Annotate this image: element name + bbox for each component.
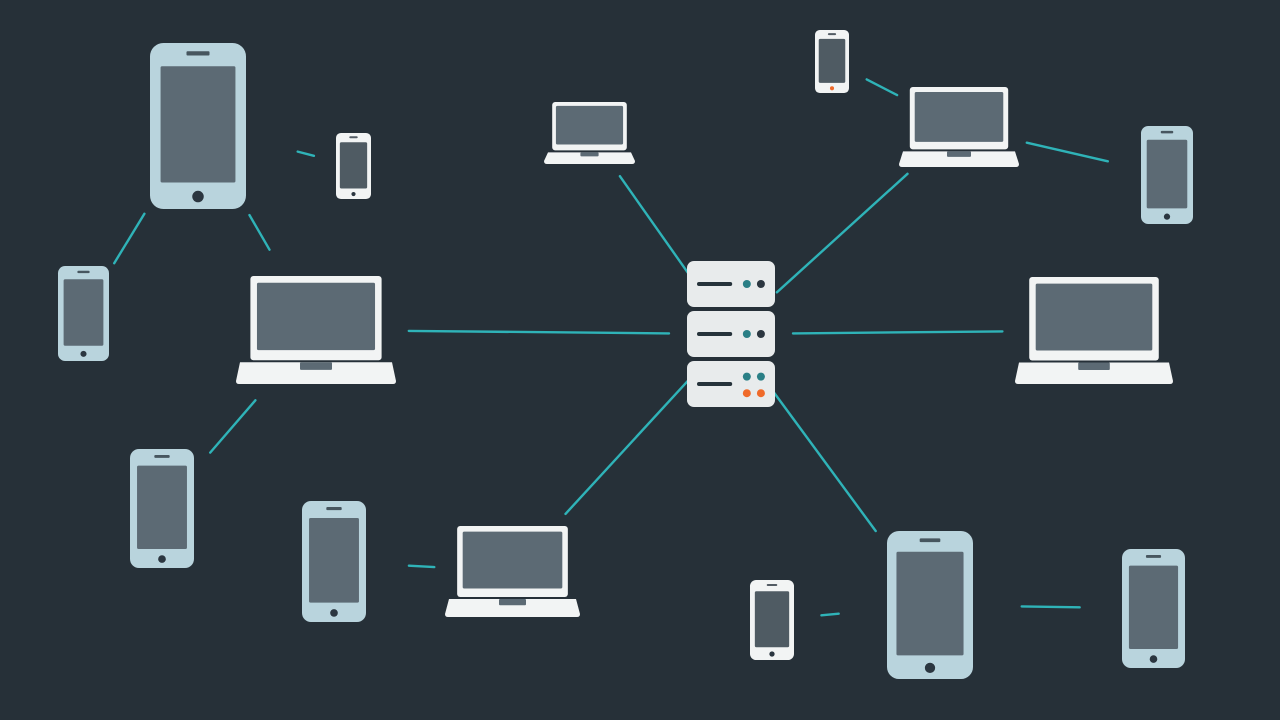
- device-screen: [137, 465, 187, 549]
- smartphone-icon: [336, 133, 371, 199]
- device-screen: [160, 66, 236, 183]
- laptop-base: [1015, 362, 1173, 384]
- connection-lines: [112, 78, 1110, 617]
- connection-line: [820, 612, 840, 617]
- status-led: [742, 372, 751, 381]
- status-led: [756, 330, 765, 338]
- server-unit: [687, 311, 775, 357]
- home-button: [351, 191, 356, 197]
- connection-line: [865, 78, 899, 97]
- home-button: [80, 350, 87, 357]
- server-icon: [687, 261, 775, 407]
- speaker-slot: [1160, 130, 1174, 134]
- status-led: [756, 280, 765, 288]
- device-screen: [309, 517, 359, 603]
- home-button: [829, 86, 835, 91]
- status-led: [756, 372, 765, 381]
- trackpad-notch: [947, 151, 971, 157]
- server-unit: [687, 361, 775, 407]
- laptop-base: [544, 152, 635, 164]
- device-screen: [754, 591, 790, 648]
- home-button: [158, 555, 166, 563]
- connection-line: [791, 330, 1004, 335]
- laptop-screen: [256, 282, 376, 351]
- speaker-slot: [186, 51, 210, 56]
- device-screen: [63, 279, 104, 346]
- laptop-screen: [555, 105, 624, 145]
- device-screen: [339, 142, 368, 189]
- laptop-base: [236, 362, 396, 384]
- status-led: [742, 280, 751, 288]
- connection-line: [407, 564, 436, 569]
- laptop-base: [445, 598, 580, 617]
- trackpad-notch: [1078, 362, 1110, 370]
- device-screen: [896, 551, 964, 656]
- connection-line: [618, 174, 697, 285]
- laptop-icon: [445, 526, 580, 617]
- device-nodes: [58, 30, 1193, 679]
- smartphone-icon: [1122, 549, 1185, 668]
- laptop-screen: [914, 91, 1004, 142]
- status-led: [742, 330, 751, 338]
- connection-line: [248, 213, 271, 251]
- device-screen: [1128, 565, 1179, 649]
- status-led: [742, 389, 751, 398]
- smartphone-icon: [130, 449, 194, 568]
- smartphone-icon: [302, 501, 366, 622]
- drive-slot: [697, 382, 733, 386]
- speaker-slot: [154, 454, 170, 458]
- connection-line: [296, 150, 316, 158]
- connection-line: [1020, 605, 1081, 609]
- trackpad-notch: [499, 598, 526, 606]
- smartphone-icon: [815, 30, 849, 93]
- home-button: [1149, 655, 1158, 663]
- laptop-base: [899, 151, 1019, 167]
- home-button: [769, 651, 775, 657]
- trackpad-notch: [580, 152, 599, 157]
- server-unit: [687, 261, 775, 307]
- speaker-slot: [326, 507, 342, 511]
- speaker-slot: [1145, 554, 1162, 558]
- smartphone-icon: [750, 580, 794, 660]
- device-screen: [1146, 139, 1188, 209]
- connection-line: [112, 212, 146, 265]
- speaker-slot: [766, 584, 778, 586]
- connection-line: [766, 382, 877, 533]
- laptop-icon: [236, 276, 396, 384]
- laptop-screen: [462, 531, 563, 589]
- home-button: [924, 662, 936, 674]
- speaker-slot: [827, 33, 837, 36]
- drive-slot: [697, 282, 733, 286]
- laptop-screen: [1035, 283, 1153, 351]
- connection-line: [775, 172, 909, 294]
- laptop-icon: [544, 102, 635, 164]
- home-button: [330, 609, 338, 617]
- laptop-icon: [1015, 277, 1173, 384]
- trackpad-notch: [300, 362, 332, 370]
- laptop-icon: [899, 87, 1019, 167]
- tablet-icon: [887, 531, 973, 679]
- connection-line: [208, 399, 257, 454]
- home-button: [1163, 213, 1171, 220]
- home-button: [192, 190, 204, 203]
- speaker-slot: [919, 538, 941, 543]
- smartphone-icon: [1141, 126, 1193, 224]
- speaker-slot: [349, 136, 358, 139]
- smartphone-icon: [58, 266, 109, 361]
- connection-line: [564, 378, 691, 516]
- status-led: [756, 389, 765, 398]
- connection-line: [1025, 141, 1110, 163]
- device-screen: [818, 38, 846, 83]
- connection-line: [407, 329, 671, 335]
- tablet-icon: [150, 43, 246, 209]
- speaker-slot: [77, 270, 90, 274]
- drive-slot: [697, 332, 733, 336]
